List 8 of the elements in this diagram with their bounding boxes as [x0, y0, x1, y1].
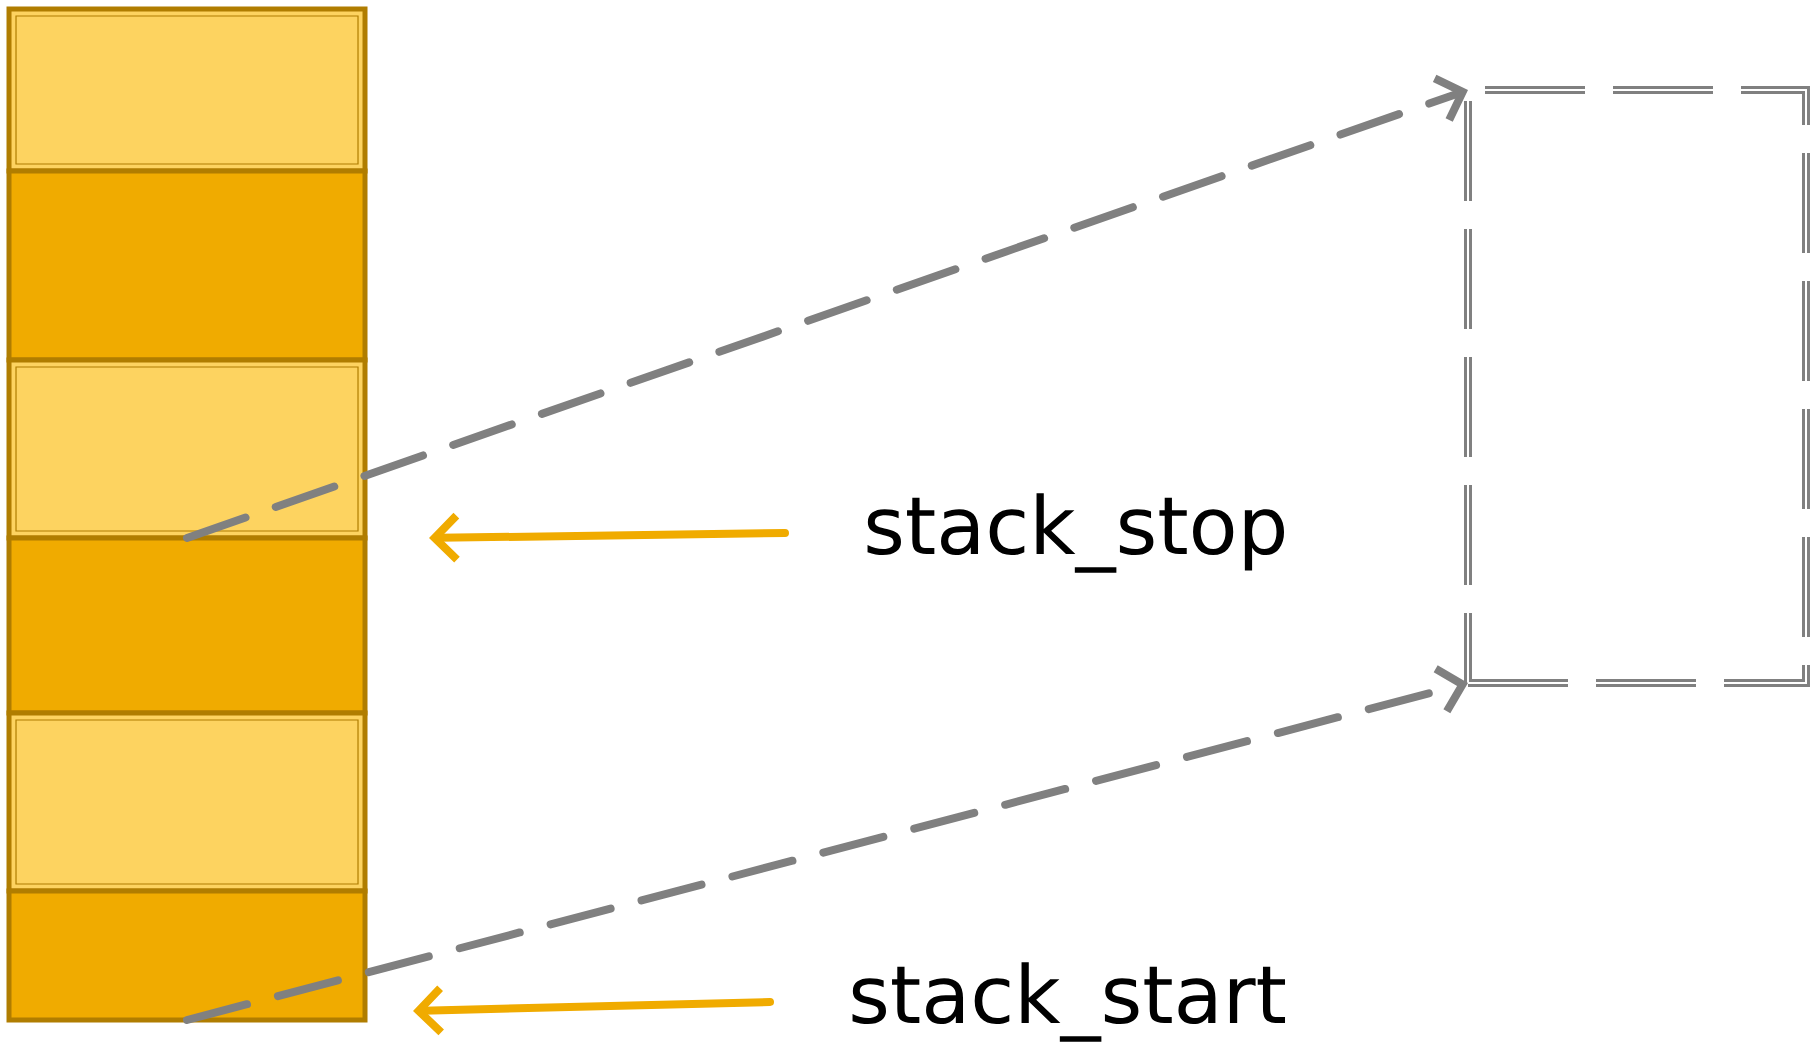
arrow [429, 512, 789, 563]
text-label: stack_stop [867, 493, 1284, 573]
arrow [183, 74, 1468, 542]
text-label: stack_start [852, 962, 1285, 1042]
arrow [183, 665, 1468, 1024]
stack-cell [6, 888, 368, 1023]
arrow [413, 985, 774, 1036]
dashed-box [1464, 86, 1810, 687]
